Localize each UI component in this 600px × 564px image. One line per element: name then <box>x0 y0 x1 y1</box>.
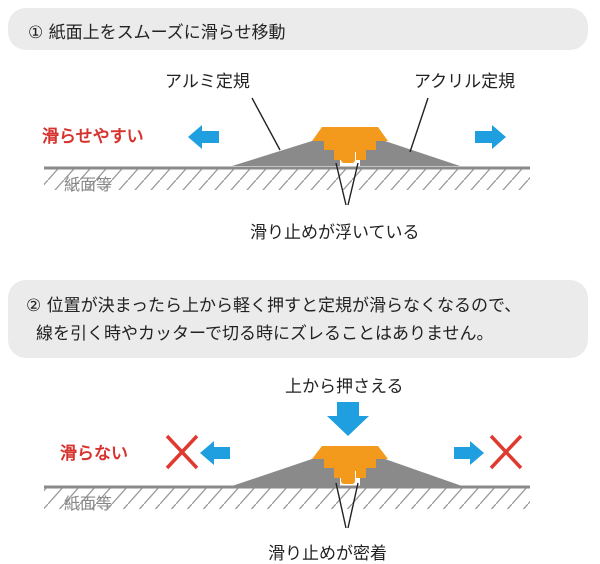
stopper-pointer-right <box>347 162 359 206</box>
caption-step-1: ① 紙面上をスムーズに滑らせ移動 <box>8 8 588 50</box>
section-1-diagram: アルミ定規 アクリル定規 滑らせやすい 紙面等 滑り止めが浮いている <box>42 72 530 243</box>
press-down-arrow-icon <box>327 402 369 436</box>
surface-label: 紙面等 <box>64 494 112 513</box>
press-from-above-label: 上から押さえる <box>285 377 404 397</box>
caption-step-1-text: ① 紙面上をスムーズに滑らせ移動 <box>28 23 286 43</box>
caption-step-2-line2: 線を引く時やカッターで切る時にズレることはありません。 <box>36 324 494 344</box>
stopper-floating-label: 滑り止めが浮いている <box>250 223 420 243</box>
stopper-pointer-left <box>335 482 347 529</box>
arrow-right-icon <box>454 441 484 465</box>
arrow-right-icon <box>475 125 506 149</box>
connector-piece <box>312 446 388 484</box>
acrylic-ruler-label: アクリル定規 <box>414 72 515 92</box>
caption-step-2: ② 位置が決まったら上から軽く押すと定規が滑らなくなるので、 線を引く時やカッタ… <box>8 280 588 358</box>
cross-left-icon <box>165 434 199 470</box>
connector-piece <box>312 127 388 163</box>
surface-hatch <box>44 168 530 190</box>
slides-easily-label: 滑らせやすい <box>42 127 144 147</box>
arrow-left-icon <box>200 441 230 465</box>
surface-hatch <box>44 487 530 509</box>
arrow-left-icon <box>188 125 219 149</box>
section-2-diagram: 上から押さえる 滑らない 紙面等 滑り止めが密着 <box>44 377 530 564</box>
stopper-adhered-label: 滑り止めが密着 <box>268 544 387 564</box>
no-slide-label: 滑らない <box>60 444 128 464</box>
aluminum-pointer <box>251 97 281 151</box>
stopper-pointer-right <box>347 482 359 529</box>
aluminum-ruler <box>232 459 340 486</box>
aluminum-ruler <box>232 141 340 166</box>
aluminum-ruler-label: アルミ定規 <box>165 72 250 92</box>
stopper-pointer-left <box>335 162 347 206</box>
acrylic-ruler <box>360 459 462 486</box>
acrylic-pointer <box>409 97 429 153</box>
cross-right-icon <box>489 434 523 470</box>
surface-label: 紙面等 <box>64 175 112 194</box>
acrylic-ruler <box>360 141 460 166</box>
caption-step-2-line1: ② 位置が決まったら上から軽く押すと定規が滑らなくなるので、 <box>26 296 522 316</box>
